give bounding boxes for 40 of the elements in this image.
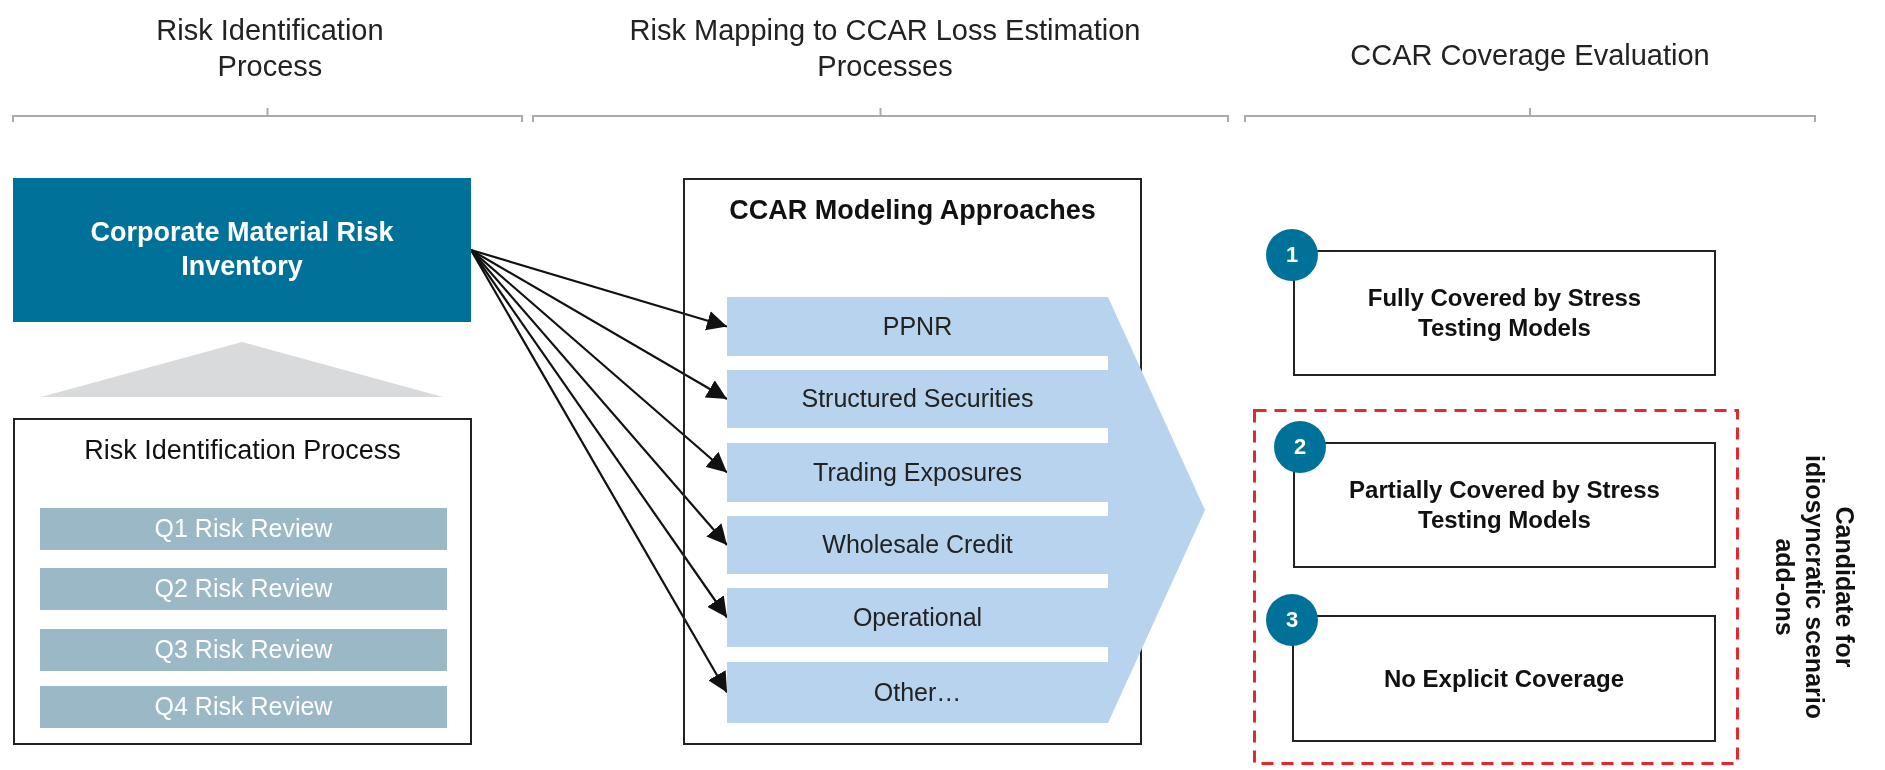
- column-heading: Risk Mapping to CCAR Loss Estimation Processes: [629, 14, 1141, 83]
- bar-label: Q3 Risk Review: [153, 634, 334, 666]
- process-frame: [683, 178, 1142, 745]
- side-note: Candidate for idiosyncratic scenario add-ons: [1770, 454, 1860, 721]
- approach-bar: [727, 443, 1108, 502]
- approach-bar: [727, 297, 1108, 356]
- bar-label: Q1 Risk Review: [153, 513, 334, 545]
- badge-number: 1: [1285, 241, 1299, 269]
- bar-label: Other…: [872, 676, 963, 708]
- box-text: Partially Covered by Stress Testing Models: [1348, 475, 1661, 535]
- approach-bar: [727, 370, 1108, 428]
- bar-label: Trading Exposures: [812, 456, 1023, 488]
- column-heading: Risk Identification Process: [156, 14, 384, 83]
- arrow: [470, 248, 728, 331]
- review-bar: [40, 686, 447, 728]
- review-bar: [40, 508, 447, 550]
- inventory-box: [13, 178, 471, 322]
- bar-label: Q2 Risk Review: [153, 573, 334, 605]
- bar-label: Structured Securities: [800, 383, 1035, 415]
- number-badge: [1266, 594, 1318, 646]
- bar-label: Operational: [851, 601, 984, 633]
- approach-bar: [727, 588, 1108, 647]
- column-heading: CCAR Coverage Evaluation: [1350, 39, 1710, 71]
- review-bar: [40, 568, 447, 610]
- frame-heading: Risk Identification Process: [83, 434, 402, 467]
- approach-bar: [727, 516, 1108, 574]
- box-title: Corporate Material Risk Inventory: [89, 216, 395, 283]
- number-badge: [1274, 421, 1326, 473]
- review-bar: [40, 629, 447, 671]
- bar-label: PPNR: [881, 310, 954, 342]
- badge-number: 3: [1285, 606, 1299, 634]
- bar-label: Q4 Risk Review: [153, 691, 334, 723]
- box-text: No Explicit Coverage: [1382, 663, 1626, 694]
- badge-number: 2: [1293, 433, 1307, 461]
- bar-label: Wholesale Credit: [821, 529, 1014, 561]
- frame-heading: CCAR Modeling Approaches: [728, 194, 1097, 227]
- number-badge: [1266, 229, 1318, 281]
- box-text: Fully Covered by Stress Testing Models: [1366, 283, 1643, 343]
- approach-bar: [727, 662, 1108, 723]
- process-frame: [13, 418, 472, 745]
